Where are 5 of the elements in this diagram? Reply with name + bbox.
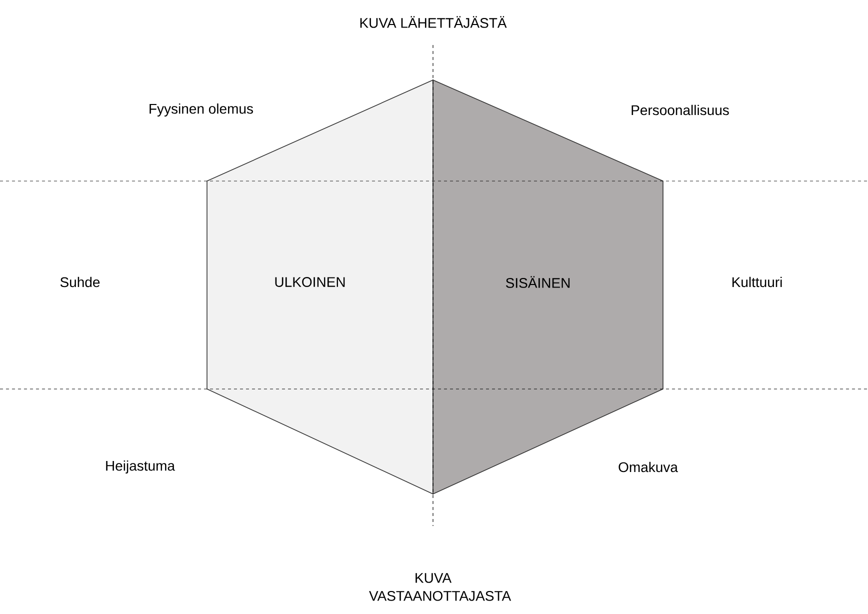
facet-label: Kulttuuri	[732, 276, 782, 288]
axis-label: KUVA LÄHETTÄJÄSTÄ	[360, 16, 507, 28]
facet-label: Heijastuma	[106, 460, 175, 474]
facet-label: Suhde	[60, 276, 100, 288]
axis-label: KUVA VASTAANOTTAJASTA	[369, 573, 512, 601]
